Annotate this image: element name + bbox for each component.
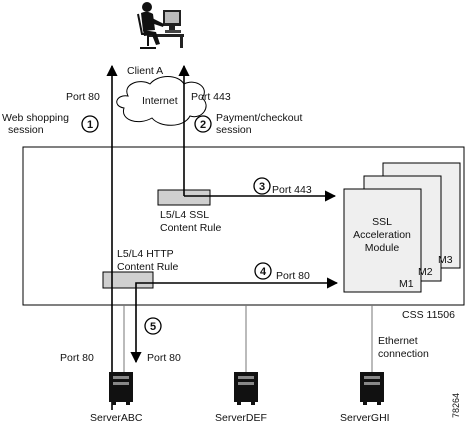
module-line2: Acceleration — [353, 229, 411, 241]
port80-mid-label: Port 80 — [276, 270, 310, 282]
figure-id: 78264 — [451, 393, 461, 418]
module-line1: SSL — [372, 216, 392, 228]
server-abc-icon — [109, 372, 133, 405]
module-to-server-path — [130, 282, 152, 364]
port443-mid-label: Port 443 — [272, 184, 312, 196]
svg-text:4: 4 — [260, 266, 267, 278]
css-label: CSS 11506 — [402, 309, 455, 321]
server-abc-label: ServerABC — [90, 412, 143, 424]
server-ghi-label: ServerGHI — [340, 412, 390, 424]
ethernet-line1: Ethernet — [378, 335, 418, 347]
payment-line1: Payment/checkout — [216, 112, 302, 124]
module-m1-card — [343, 188, 422, 293]
svg-text:1: 1 — [87, 119, 93, 131]
module-line3: Module — [365, 242, 400, 254]
payment-line2: session — [216, 124, 252, 136]
server-def-icon — [234, 372, 258, 405]
server-ghi-icon — [360, 372, 384, 405]
ssl-rule-line2: Content Rule — [160, 222, 221, 234]
client-workstation-icon — [137, 2, 184, 49]
module-m1-label: M1 — [399, 278, 414, 290]
web-shopping-line2: session — [8, 124, 44, 136]
ssl-rule-line1: L5/L4 SSL — [160, 209, 209, 221]
port80-top-label: Port 80 — [66, 91, 100, 103]
step-3-marker: 3 — [253, 177, 271, 195]
client-label: Client A — [127, 65, 163, 77]
step-4-marker: 4 — [254, 262, 272, 280]
module-m2-label: M2 — [418, 266, 433, 278]
http-rule-line2: Content Rule — [117, 261, 178, 273]
port443-top-label: Port 443 — [191, 91, 231, 103]
http-content-rule-block — [102, 271, 154, 289]
web-shopping-line1: Web shopping — [2, 112, 69, 124]
port80-left-label: Port 80 — [60, 352, 94, 364]
internet-label: Internet — [142, 95, 178, 107]
step-5-marker: 5 — [144, 317, 162, 335]
server-def-label: ServerDEF — [215, 412, 267, 424]
http-rule-line1: L5/L4 HTTP — [117, 248, 174, 260]
svg-text:3: 3 — [259, 181, 265, 193]
step-2-marker: 2 — [194, 115, 212, 133]
module-m3-label: M3 — [438, 254, 453, 266]
ethernet-line2: connection — [378, 348, 429, 360]
svg-text:5: 5 — [150, 321, 156, 333]
svg-text:2: 2 — [200, 119, 206, 131]
port80-right-label: Port 80 — [147, 352, 181, 364]
step-1-marker: 1 — [81, 115, 99, 133]
